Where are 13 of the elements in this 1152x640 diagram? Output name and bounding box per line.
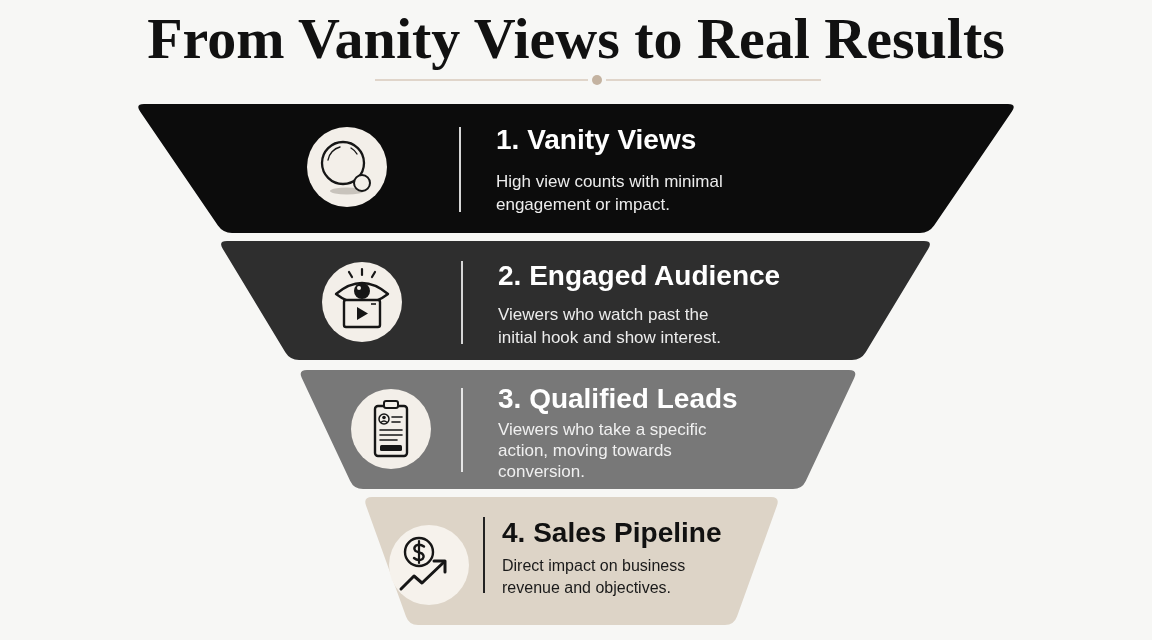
stage-description: Viewers who take a specific action, moving towards conversion. <box>498 419 708 482</box>
stage-heading: 2. Engaged Audience <box>498 260 781 292</box>
funnel-stage <box>135 104 1017 233</box>
stage-description: Direct impact on business revenue and objectives. <box>502 556 687 598</box>
funnel-stage <box>218 241 933 360</box>
stage-description: High view counts with minimal engagement or impact. <box>496 171 724 216</box>
stage-description: Viewers who watch past the initial hook and show interest. <box>498 304 723 349</box>
stage-heading: 3. Qualified Leads <box>498 383 738 415</box>
stage-heading: 4. Sales Pipeline <box>502 517 722 549</box>
funnel-stage <box>363 497 780 625</box>
title: From Vanity Views to Real Results <box>147 6 1005 72</box>
funnel-stage <box>298 370 858 489</box>
stage-heading: 1. Vanity Views <box>496 124 697 156</box>
